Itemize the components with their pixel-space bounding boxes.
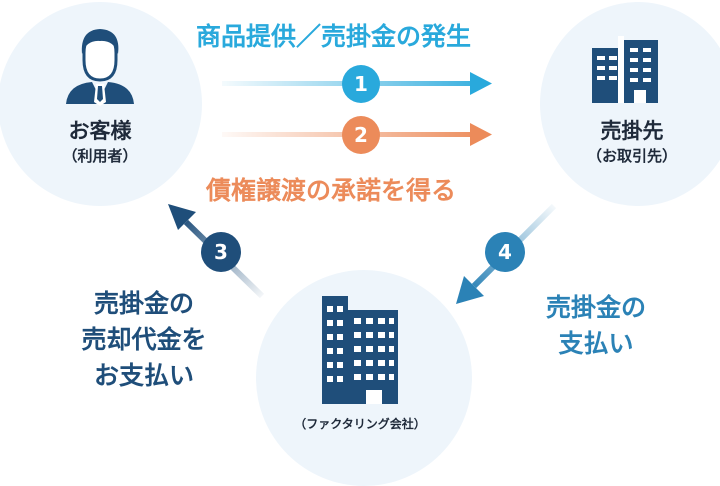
office-building-icon	[592, 36, 658, 103]
partner-title: 売掛先	[600, 119, 664, 143]
partner-circle	[540, 2, 720, 206]
step-4-label: 売掛金の 支払い	[516, 290, 676, 362]
step-3-label-line-2: 売却代金を	[81, 325, 207, 354]
step-1-label: 商品提供／売掛金の発生	[196, 22, 472, 51]
step-4-badge: 4	[485, 232, 525, 272]
step-2-label: 債権譲渡の承諾を得る	[206, 176, 457, 205]
step-2-badge: 2	[342, 116, 380, 154]
customer-label: お客様 （利用者）	[40, 118, 160, 168]
step-4-number: 4	[498, 240, 512, 264]
step-1-badge: 1	[342, 65, 380, 103]
partner-label: 売掛先 （お取引先）	[567, 118, 697, 168]
step-3-badge: 3	[201, 232, 241, 272]
step-4-label-line-2: 支払い	[558, 329, 634, 358]
step-2-number: 2	[354, 123, 368, 147]
step-4-label-line-1: 売掛金の	[545, 293, 646, 322]
step-3-label-line-1: 売掛金の	[93, 289, 194, 318]
factoring-company-label: （ファクタリング会社）	[294, 417, 426, 431]
step-3-number: 3	[214, 240, 228, 264]
partner-subtitle: （お取引先）	[586, 147, 677, 165]
customer-title: お客様	[68, 119, 132, 143]
step-1-number: 1	[354, 72, 368, 96]
step-3-label-line-3: お支払い	[93, 361, 194, 390]
businessman-icon	[66, 29, 134, 106]
customer-subtitle: （利用者）	[62, 147, 138, 165]
step-3-label: 売掛金の 売却代金を お支払い	[54, 286, 234, 394]
skyscraper-icon	[322, 296, 398, 404]
